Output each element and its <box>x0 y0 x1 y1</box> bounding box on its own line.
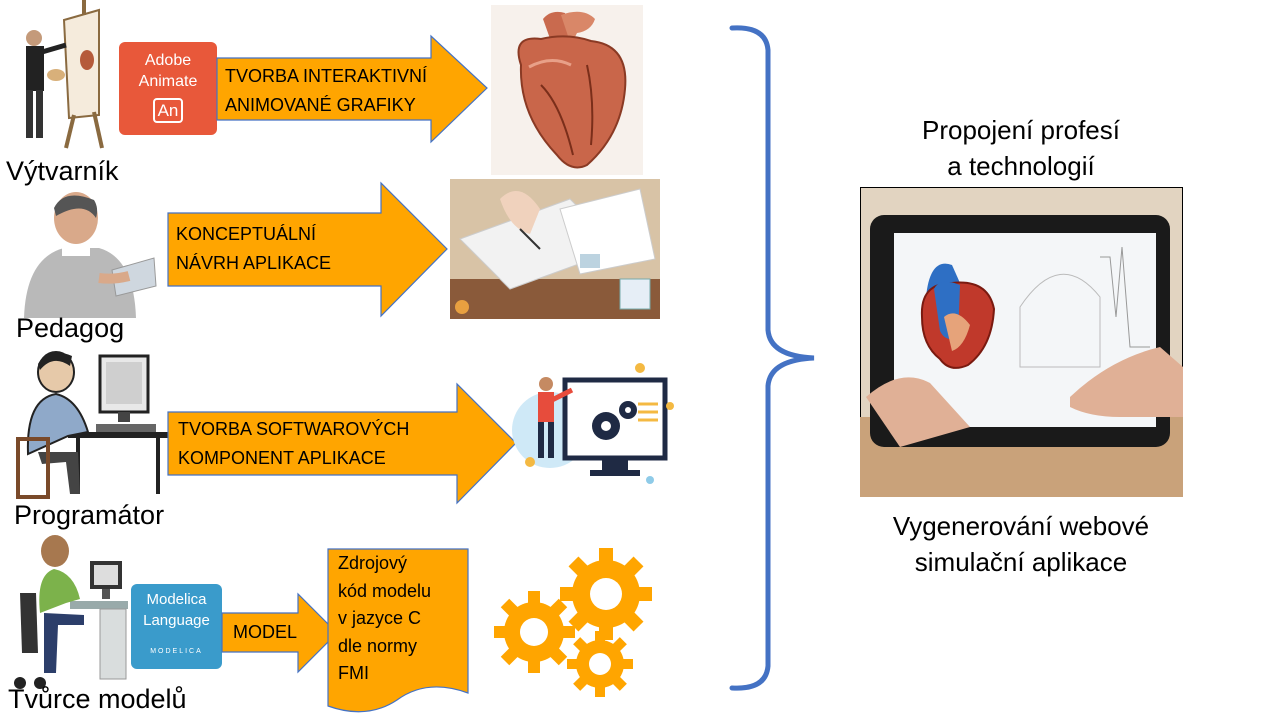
role-label-artist: Výtvarník <box>6 156 119 186</box>
arrow-animate <box>216 34 488 144</box>
arrow-model-line1: MODEL <box>233 622 298 642</box>
heart-image <box>491 5 643 175</box>
result-top-line1: Propojení profesí <box>921 115 1120 145</box>
teacher-figure-icon <box>24 192 157 318</box>
adobe-animate-logo: Adobe Animate An <box>119 42 217 135</box>
arrow-animate-text: TVORBA INTERAKTIVNÍ ANIMOVANÉ GRAFIKY <box>225 62 427 120</box>
animate-logo-line2: Animate <box>138 73 198 90</box>
modeler-figure-icon <box>14 535 128 689</box>
modelica-logo-line1: Modelica <box>146 591 207 608</box>
doc-line-5: FMI <box>338 663 369 683</box>
arrow-animate-line1: TVORBA INTERAKTIVNÍ <box>225 66 428 86</box>
arrow-concept-line1: KONCEPTUÁLNÍ <box>176 224 317 244</box>
arrow-concept-text: KONCEPTUÁLNÍ NÁVRH APLIKACE <box>176 220 331 278</box>
source-document-text: Zdrojový kód modelu v jazyce C dle normy… <box>338 550 431 688</box>
doc-line-1: Zdrojový <box>338 553 408 573</box>
arrow-model <box>221 592 338 674</box>
arrow-concept-line2: NÁVRH APLIKACE <box>176 253 332 273</box>
result-bottom-line2: simulační aplikace <box>914 547 1128 577</box>
result-top-line2: a technologií <box>947 151 1095 181</box>
right-brace <box>729 25 815 691</box>
arrow-software-line2: KOMPONENT APLIKACE <box>178 448 386 468</box>
role-label-modeler: Tvůrce modelů <box>8 684 187 714</box>
arrow-concept <box>167 181 448 318</box>
animate-logo-mark: An <box>152 98 184 123</box>
desk-papers-image <box>450 179 660 319</box>
source-document-shape <box>327 548 469 713</box>
role-label-teacher: Pedagog <box>16 313 125 343</box>
arrow-software <box>167 382 517 505</box>
modelica-logo-line2: Language <box>143 612 210 629</box>
modelica-logo-mark: MODELICA <box>150 648 203 655</box>
arrow-software-line1: TVORBA SOFTWAROVÝCH <box>178 419 410 439</box>
result-bottom-caption: Vygenerování webové simulační aplikace <box>860 508 1182 580</box>
arrow-animate-line2: ANIMOVANÉ GRAFIKY <box>225 95 416 115</box>
arrow-model-text: MODEL <box>233 618 297 647</box>
result-bottom-line1: Vygenerování webové <box>892 511 1150 541</box>
gears-icon <box>494 548 652 697</box>
result-top-caption: Propojení profesí a technologií <box>860 112 1182 184</box>
doc-line-3: v jazyce C <box>338 608 422 628</box>
role-label-programmer: Programátor <box>14 500 165 530</box>
doc-line-2: kód modelu <box>338 580 432 601</box>
programmer-figure-icon <box>16 351 168 499</box>
tablet-heart-image <box>860 187 1183 497</box>
modelica-language-logo: Modelica Language MODELICA <box>131 584 222 669</box>
doc-line-4: dle normy <box>338 635 418 656</box>
developer-gears-image <box>512 363 674 484</box>
arrow-software-text: TVORBA SOFTWAROVÝCH KOMPONENT APLIKACE <box>178 415 409 473</box>
artist-figure-icon <box>26 0 104 149</box>
animate-logo-line1: Adobe <box>144 52 192 69</box>
